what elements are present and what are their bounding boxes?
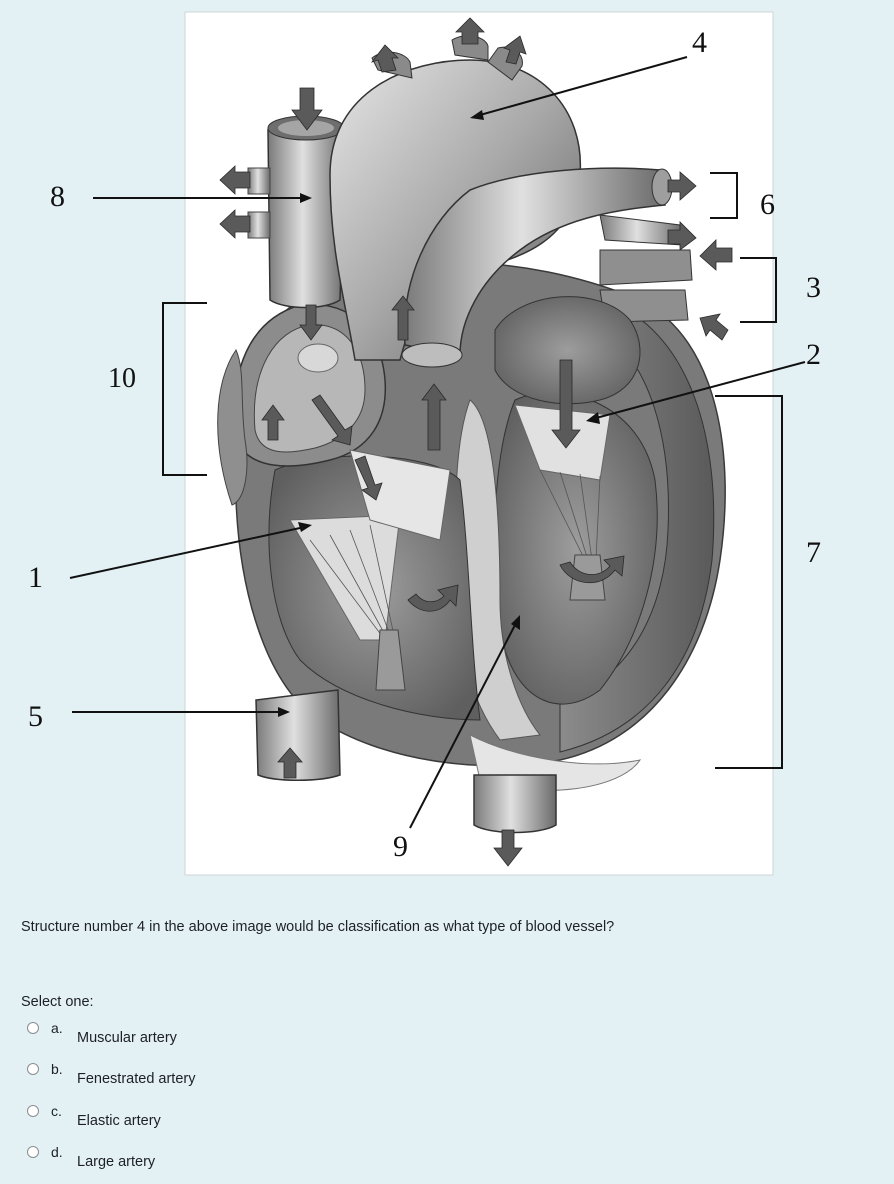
option-text-a[interactable]: Muscular artery [77,1030,177,1046]
option-letter-d: d. [51,1144,63,1160]
figure-label-4: 4 [692,26,707,59]
heart-diagram-image [69,11,806,876]
option-text-c[interactable]: Elastic artery [77,1113,161,1129]
select-one-prompt: Select one: [21,994,94,1010]
answer-option-b[interactable]: b. Fenestrated artery [27,1061,427,1093]
answer-option-c[interactable]: c. Elastic artery [27,1103,427,1135]
figure-label-5: 5 [28,700,43,733]
radio-c[interactable] [27,1105,39,1117]
figure-label-1: 1 [28,561,43,594]
radio-d[interactable] [27,1146,39,1158]
figure-label-8: 8 [50,180,65,213]
question-text: Structure number 4 in the above image wo… [21,919,615,935]
radio-b[interactable] [27,1063,39,1075]
figure-label-9: 9 [393,830,408,863]
figure-label-3: 3 [806,271,821,304]
figure-label-7: 7 [806,536,821,569]
option-text-d[interactable]: Large artery [77,1154,156,1170]
answer-option-a[interactable]: a. Muscular artery [27,1020,427,1052]
figure-label-10: 10 [108,363,136,394]
heart-diagram-figure: 8 10 1 5 4 6 3 2 7 9 [28,11,821,876]
option-text-b[interactable]: Fenestrated artery [77,1071,196,1087]
option-letter-b: b. [51,1061,63,1077]
figure-label-6: 6 [760,188,775,221]
radio-a[interactable] [27,1022,39,1034]
option-letter-c: c. [51,1103,62,1119]
answer-option-d[interactable]: d. Large artery [27,1144,427,1176]
option-letter-a: a. [51,1020,63,1036]
figure-label-2: 2 [806,338,821,371]
